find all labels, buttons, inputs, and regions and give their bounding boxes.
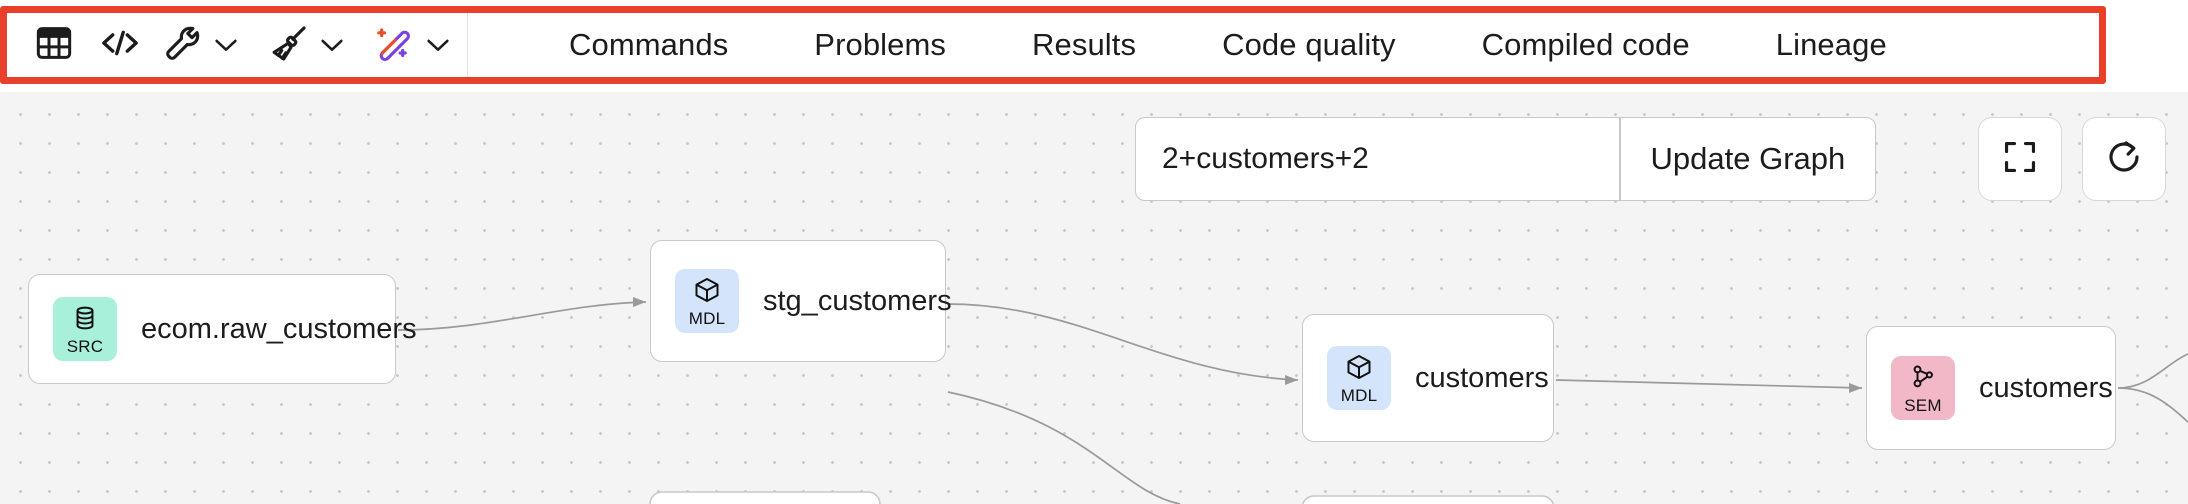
broom-icon [269,23,309,68]
fit-view-button[interactable] [1978,117,2062,201]
node-badge-mdl: MDL [675,269,739,333]
node-badge-label: SRC [66,336,104,356]
magic-wand-icon-button[interactable] [373,19,417,71]
database-icon [71,304,99,337]
toolbar-icon-group [7,13,468,77]
node-badge-mdl: MDL [1327,346,1391,410]
graph-node-mdl-stg-customers[interactable]: MDL stg_customers [650,240,952,362]
refresh-button[interactable] [2082,117,2166,201]
toolbar-tabs: Commands Problems Results Code quality C… [468,13,1930,77]
tools-menu[interactable] [161,19,247,71]
ai-assist-menu[interactable] [373,19,459,71]
node-badge-label: SEM [1904,395,1942,415]
chevron-down-icon-ai[interactable] [417,19,459,71]
node-label: ecom.raw_customers [141,312,417,345]
cube-icon [693,276,721,309]
toolbar-annotation-box: Commands Problems Results Code quality C… [0,6,2106,84]
tab-lineage[interactable]: Lineage [1775,27,1887,62]
refresh-icon [2105,138,2143,181]
code-icon [99,23,141,68]
fullscreen-icon [2001,138,2039,181]
network-icon [1909,363,1937,396]
node-label: customers [1979,371,2113,404]
node-label: stg_customers [763,284,952,317]
tab-results[interactable]: Results [1032,27,1137,62]
node-label: customers [1415,361,1549,394]
graph-search-input[interactable] [1136,118,1619,200]
update-graph-button[interactable]: Update Graph [1620,118,1876,200]
chevron-down-icon-cleanup[interactable] [311,19,353,71]
search-divider [1619,118,1621,200]
tab-commands[interactable]: Commands [569,27,729,62]
node-badge-src: SRC [53,297,117,361]
magic-wand-icon [375,23,415,68]
tab-code-quality[interactable]: Code quality [1222,27,1396,62]
code-icon-button[interactable] [95,19,145,71]
lineage-graph-canvas[interactable]: Update Graph [0,92,2188,504]
table-icon-button[interactable] [29,19,79,71]
chevron-down-icon-tools[interactable] [205,19,247,71]
tab-problems[interactable]: Problems [814,27,947,62]
graph-node-src-ecom-raw-customers[interactable]: SRC ecom.raw_customers [28,274,417,384]
graph-node-sem-customers[interactable]: SEM customers [1866,326,2116,450]
table-icon [34,23,74,68]
wrench-icon [163,23,203,68]
tab-compiled-code[interactable]: Compiled code [1481,27,1690,62]
node-badge-label: MDL [688,308,726,328]
broom-icon-button[interactable] [267,19,311,71]
wrench-icon-button[interactable] [161,19,205,71]
cube-icon [1345,353,1373,386]
cleanup-menu[interactable] [267,19,353,71]
graph-search-bar: Update Graph [1135,117,1877,201]
editor-toolbar: Commands Problems Results Code quality C… [7,13,2099,77]
node-badge-label: MDL [1340,385,1378,405]
node-badge-sem: SEM [1891,356,1955,420]
graph-node-mdl-customers[interactable]: MDL customers [1302,314,1554,442]
